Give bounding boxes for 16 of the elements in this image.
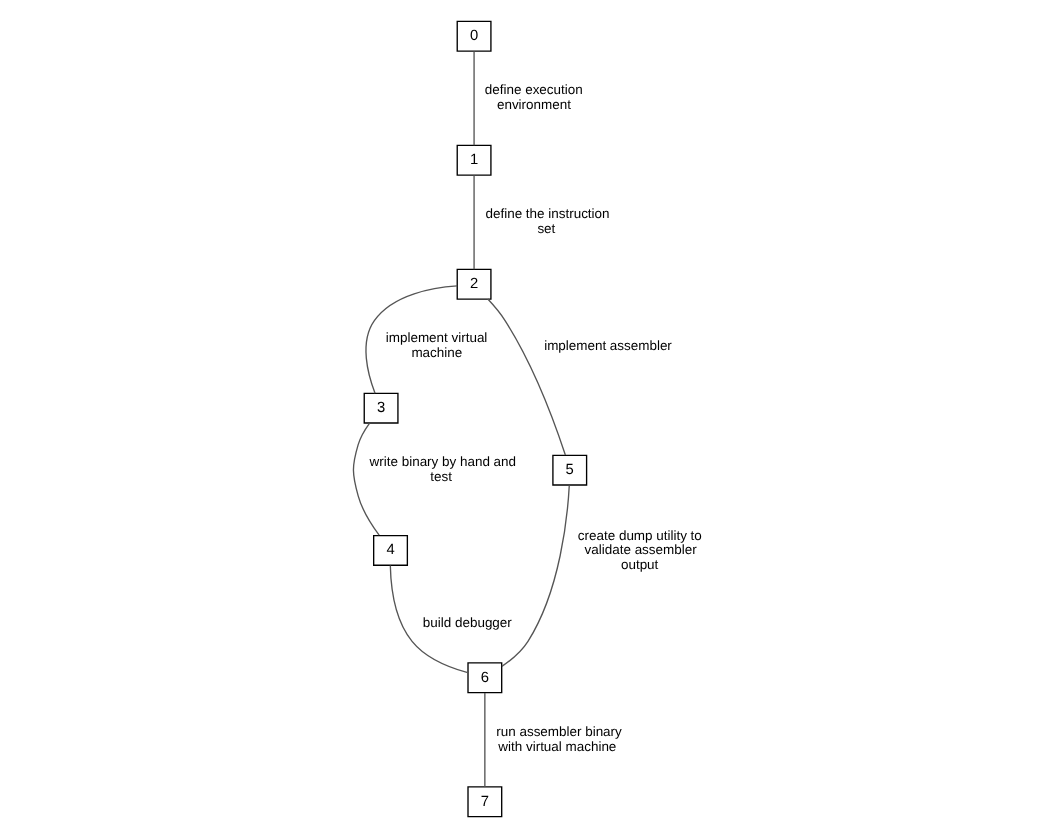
node-box: 1 [455, 144, 491, 176]
node-box: 0 [455, 20, 491, 52]
node-box: 5 [551, 454, 587, 486]
connector [500, 484, 569, 668]
node-box: 4 [372, 534, 408, 566]
connector [483, 692, 485, 788]
connector [472, 174, 474, 270]
connector [351, 422, 379, 536]
node-box: 7 [466, 786, 502, 818]
node-box: 3 [362, 392, 398, 424]
connector [472, 50, 474, 146]
node-box: 2 [455, 268, 491, 300]
connector [364, 285, 457, 394]
connector [388, 564, 468, 674]
connector [486, 298, 566, 456]
node-box: 6 [466, 662, 502, 694]
